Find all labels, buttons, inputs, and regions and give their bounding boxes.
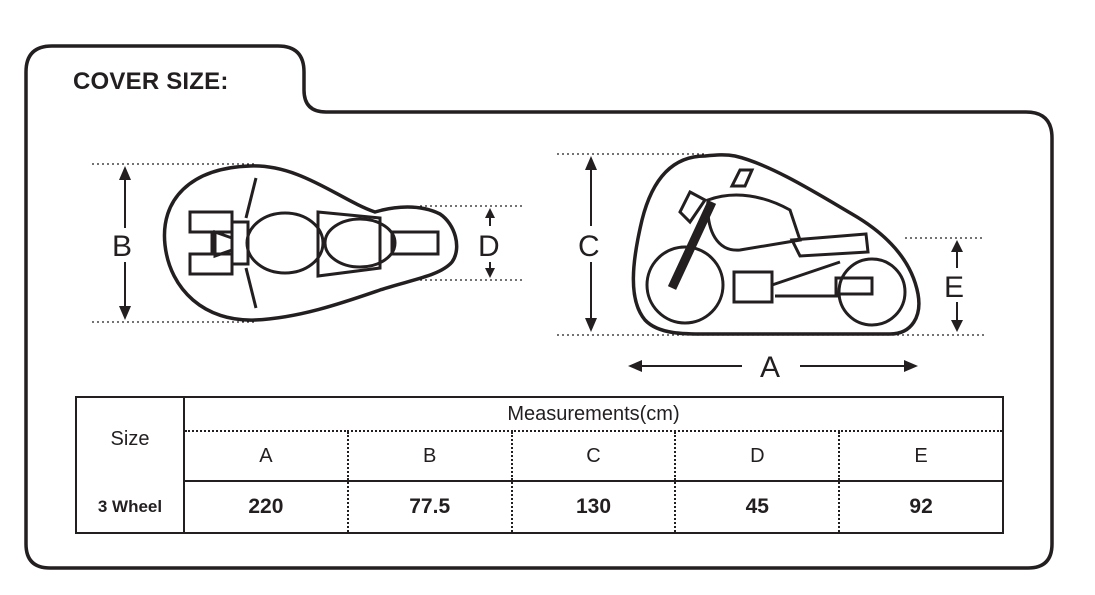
table-column-letters-row: A B C D E <box>76 431 1003 482</box>
page-title: COVER SIZE: <box>73 68 229 95</box>
measurements-table: Size Measurements(cm) A B C D E 3 Wheel … <box>75 396 1004 534</box>
column-header-e: E <box>838 431 1003 482</box>
value-c: 130 <box>510 481 676 533</box>
dimension-b-arrow <box>119 166 131 320</box>
dimension-a-arrow <box>628 360 918 372</box>
measurements-header: Measurements(cm) <box>184 397 1003 432</box>
column-header-d: D <box>674 431 840 482</box>
column-header-c: C <box>510 431 676 482</box>
value-d: 45 <box>674 481 840 533</box>
top-view-diagram <box>92 163 522 323</box>
dimension-d-arrow <box>485 208 495 278</box>
label-b: B <box>112 230 132 263</box>
size-header: Size <box>76 397 185 481</box>
table-header-row: Size Measurements(cm) <box>76 397 1003 481</box>
label-a: A <box>760 351 780 384</box>
label-e: E <box>944 271 964 304</box>
dimension-c-arrow <box>585 156 597 332</box>
value-b: 77.5 <box>346 481 512 533</box>
column-header-b: B <box>346 431 512 482</box>
value-e: 92 <box>838 481 1003 533</box>
column-header-a: A <box>184 431 348 482</box>
value-a: 220 <box>248 495 284 518</box>
table-row: 3 Wheel 220 77.5 130 45 92 <box>76 481 1003 533</box>
dimension-e-arrow <box>951 240 963 332</box>
label-c: C <box>578 230 600 263</box>
row-size-label: 3 Wheel <box>76 481 185 533</box>
label-d: D <box>478 230 500 263</box>
side-view-diagram <box>557 153 985 372</box>
